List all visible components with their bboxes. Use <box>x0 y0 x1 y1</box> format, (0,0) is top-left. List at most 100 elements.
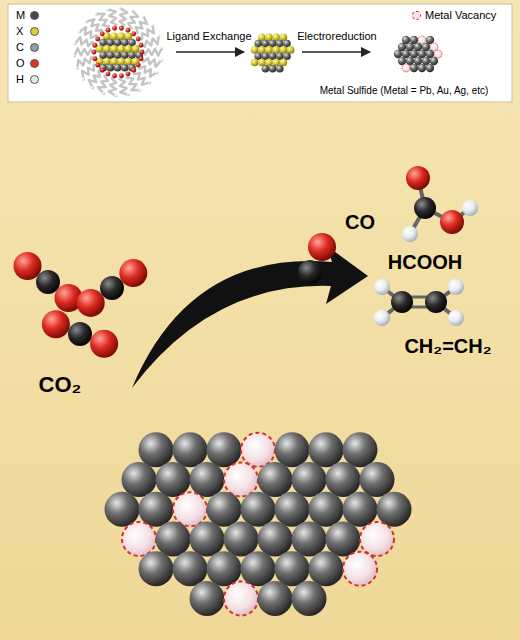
oxygen-atom <box>136 37 141 42</box>
oxygen-atom <box>90 330 118 358</box>
metal-atom <box>128 64 136 72</box>
oxygen-atom <box>131 31 136 36</box>
ligand-chain <box>132 16 147 33</box>
hydrogen-atom <box>102 92 105 95</box>
hydrogen-atom <box>151 24 154 27</box>
oxygen-atom <box>100 31 105 36</box>
metal-atom <box>309 432 344 467</box>
metal-atom <box>398 57 406 65</box>
metal-vacancy <box>343 552 377 586</box>
process-arrow <box>302 51 370 53</box>
product-label: HCOOH <box>388 251 462 274</box>
metal-atom <box>156 462 191 497</box>
metal-atom <box>309 551 344 586</box>
hydrogen-atom <box>148 81 151 84</box>
metal-atom <box>275 551 310 586</box>
legend-swatch <box>412 11 421 20</box>
ligand-chain <box>79 27 97 41</box>
hydrogen-atom <box>448 279 464 295</box>
metal-atom <box>269 65 277 73</box>
legend-text: M <box>16 9 30 21</box>
ligand-chain <box>119 8 127 28</box>
hydrogen-atom <box>142 15 145 18</box>
metal-atom <box>190 462 225 497</box>
ligand-chain <box>139 63 157 77</box>
metal-atom <box>326 462 361 497</box>
oxygen-atom <box>95 37 100 42</box>
oxygen-atom <box>136 63 141 68</box>
metal-atom <box>275 492 310 527</box>
inset-panel <box>8 4 512 102</box>
reaction-arrow <box>132 246 368 388</box>
oxygen-atom <box>139 43 144 48</box>
metal-atom <box>190 522 225 557</box>
ligand-chain <box>89 71 104 88</box>
metal-atom <box>377 492 412 527</box>
legend-swatch <box>30 11 39 20</box>
oxygen-atom <box>126 71 131 76</box>
metal-atom <box>107 64 115 72</box>
metal-vacancy <box>173 492 207 526</box>
hydrogen-atom <box>157 34 160 37</box>
legend-item: C <box>16 41 39 53</box>
metal-atom <box>156 522 191 557</box>
legend-text: X <box>16 25 30 37</box>
hydrogen-atom <box>374 279 390 295</box>
carbon-atom <box>425 291 447 313</box>
oxygen-atom <box>112 73 117 78</box>
metal-atom <box>326 522 361 557</box>
metal-atom <box>258 522 293 557</box>
legend-text: Metal Vacancy <box>425 9 496 21</box>
hydrogen-atom <box>114 94 117 97</box>
oxygen-atom <box>14 252 42 280</box>
reactant-label: CO₂ <box>39 372 82 397</box>
metal-atom <box>343 492 378 527</box>
oxygen-atom <box>106 71 111 76</box>
oxygen-atom <box>93 43 98 48</box>
legend-text: H <box>16 73 30 85</box>
metal-atom <box>275 432 310 467</box>
legend-swatch <box>30 75 39 84</box>
oxygen-atom <box>92 50 97 55</box>
hydrogen-atom <box>448 310 464 326</box>
legend-item: M <box>16 9 39 21</box>
metal-atom <box>426 64 434 72</box>
caption-note: Metal Sulfide (Metal = Pb, Au, Ag, etc) <box>320 85 489 97</box>
hydrogen-atom <box>402 226 418 242</box>
metal-atom <box>99 64 107 72</box>
metal-atom <box>258 462 293 497</box>
metal-atom <box>276 65 284 73</box>
metal-vacancy <box>430 43 438 51</box>
metal-vacancy <box>434 50 442 58</box>
metal-atom <box>418 64 426 72</box>
metal-atom <box>122 462 157 497</box>
oxygen-atom <box>119 26 124 31</box>
hydrogen-atom <box>73 54 76 57</box>
metal-atom <box>309 492 344 527</box>
ligand-chain <box>86 19 102 35</box>
oxygen-atom <box>100 68 105 73</box>
oxygen-atom <box>131 68 136 73</box>
ligand-chain <box>134 69 150 85</box>
metal-atom <box>173 432 208 467</box>
metal-vacancy <box>360 522 394 556</box>
metal-atom <box>173 551 208 586</box>
legend-item: Metal Vacancy <box>412 9 496 21</box>
carbon-atom <box>36 270 60 294</box>
hydrogen-atom <box>73 42 76 45</box>
hydrogen-atom <box>95 12 98 15</box>
metal-atom <box>262 65 270 73</box>
oxygen-atom <box>440 210 464 234</box>
metal-atom <box>258 581 293 616</box>
ligand-chain <box>109 76 117 96</box>
process-arrow <box>176 51 244 53</box>
hydrogen-atom <box>85 20 88 23</box>
hydrogen-atom <box>462 200 478 216</box>
metal-atom <box>292 581 327 616</box>
oxygen-atom <box>126 28 131 33</box>
oxygen-atom <box>77 289 105 317</box>
metal-atom <box>190 581 225 616</box>
hydrogen-atom <box>106 8 109 11</box>
metal-vacancy <box>224 582 258 616</box>
